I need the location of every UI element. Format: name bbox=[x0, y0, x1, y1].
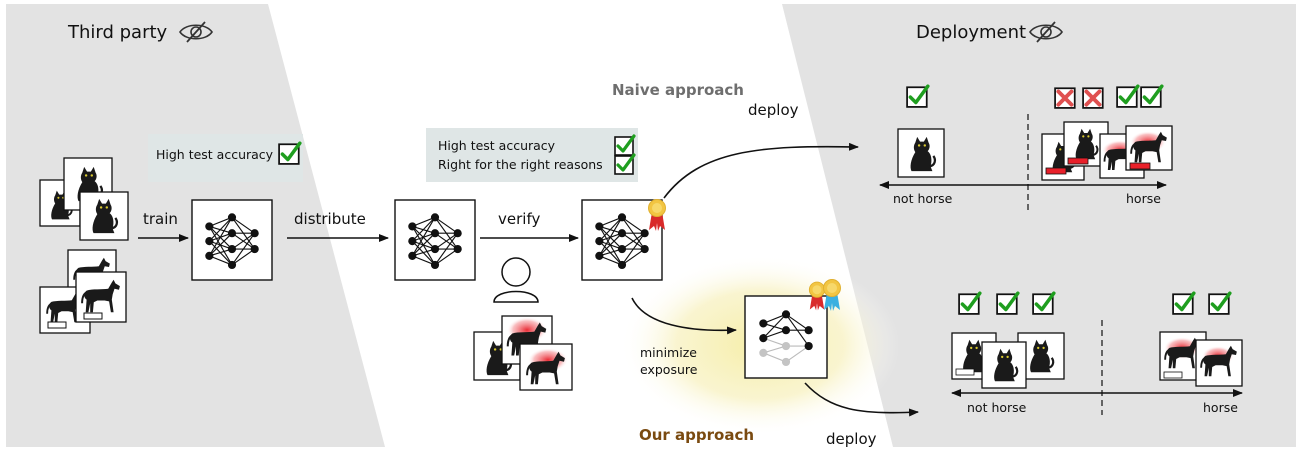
cross-icon bbox=[1054, 86, 1077, 109]
our-approach-label: Our approach bbox=[639, 426, 754, 444]
cat-images-stack bbox=[39, 157, 129, 241]
naive-approach-label: Naive approach bbox=[612, 81, 744, 99]
third-party-accuracy-box bbox=[148, 134, 303, 182]
deploy-label-bottom: deploy bbox=[826, 430, 877, 448]
bottom-axis-left-label: not horse bbox=[967, 400, 1027, 415]
check-icon bbox=[614, 153, 636, 175]
verify-label: verify bbox=[498, 210, 540, 228]
minimize-arrow bbox=[631, 297, 737, 335]
horse-images-stack bbox=[39, 249, 127, 334]
train-label: train bbox=[143, 210, 178, 228]
check-icon bbox=[1140, 84, 1164, 108]
top-axis-right-label: horse bbox=[1126, 191, 1161, 206]
bottom-not-horse-samples bbox=[951, 332, 1065, 389]
third-party-accuracy-text: High test accuracy bbox=[156, 147, 274, 162]
top-not-horse-sample bbox=[897, 128, 945, 178]
check-icon bbox=[614, 134, 636, 156]
bottom-axis-right-label: horse bbox=[1203, 400, 1238, 415]
minimize-label: minimize bbox=[640, 345, 697, 360]
exposure-label: exposure bbox=[640, 362, 698, 377]
bottom-horse-samples bbox=[1159, 331, 1243, 387]
our-deploy-arrow bbox=[804, 382, 919, 417]
check-icon bbox=[906, 84, 930, 108]
check-icon bbox=[1116, 84, 1140, 108]
third-party-title: Third party bbox=[67, 22, 168, 43]
deploy-label-top: deploy bbox=[748, 101, 799, 119]
person-icon bbox=[493, 257, 539, 303]
cross-icon bbox=[1082, 86, 1105, 109]
verify-reasons-text: Right for the right reasons bbox=[438, 157, 603, 172]
verify-criteria-box bbox=[426, 128, 638, 182]
check-icon bbox=[958, 291, 982, 315]
check-icon bbox=[1032, 291, 1056, 315]
verify-accuracy-text: High test accuracy bbox=[438, 138, 556, 153]
naive-deploy-arrow bbox=[663, 142, 859, 199]
check-icon bbox=[996, 291, 1020, 315]
top-horse-samples bbox=[1041, 121, 1173, 181]
check-icon bbox=[1208, 291, 1232, 315]
check-icon bbox=[1172, 291, 1196, 315]
verification-images bbox=[473, 315, 573, 391]
check-icon bbox=[278, 141, 302, 165]
deployment-title: Deployment bbox=[916, 22, 1026, 43]
distribute-label: distribute bbox=[294, 210, 366, 228]
top-axis-left-label: not horse bbox=[893, 191, 953, 206]
